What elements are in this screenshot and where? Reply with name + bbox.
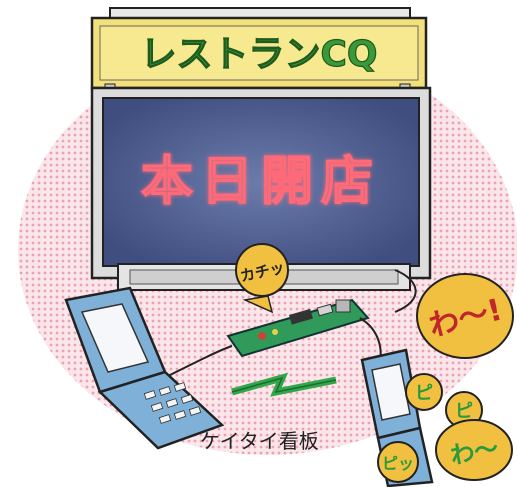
beep-text-3: ピッ (382, 454, 414, 473)
display-monitor: 本日開店 (90, 86, 432, 291)
click-bubble: カチッ (235, 243, 289, 314)
caption: ケイタイ看板 (200, 429, 319, 453)
beep-bubble-1: ピ (405, 373, 443, 411)
restaurant-name: レストランCQ (140, 34, 377, 75)
beep-bubble-3: ピッ (377, 441, 419, 483)
circuit-board (226, 298, 370, 358)
restaurant-signboard: レストランCQ (90, 7, 428, 95)
wow-big-bubble: わ〜! (416, 273, 514, 359)
opening-message: 本日開店 (141, 152, 381, 212)
wow-small-bubble: わ〜 (435, 419, 513, 481)
beep-text-2: ピ (455, 401, 473, 422)
beep-text-1: ピ (415, 383, 433, 404)
left-flip-phone (64, 286, 225, 450)
